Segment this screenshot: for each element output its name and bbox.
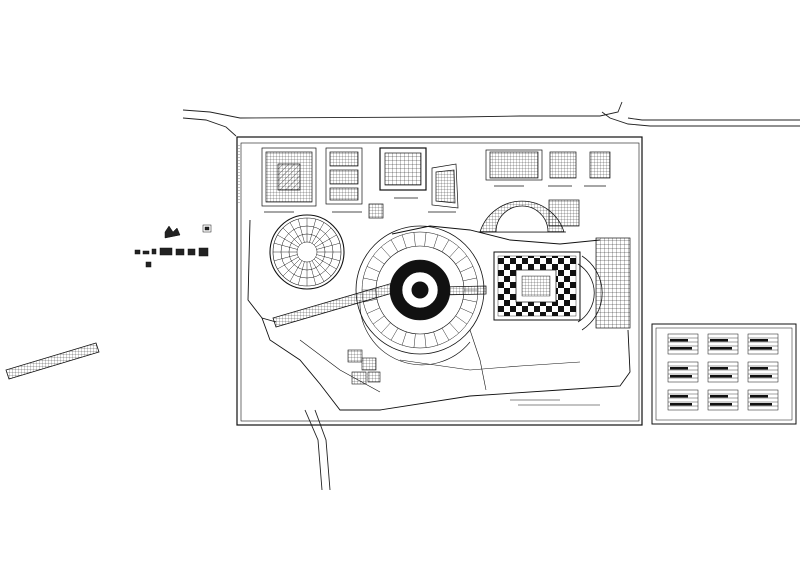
walkway xyxy=(272,282,487,328)
plan-c xyxy=(379,147,427,199)
plan-g xyxy=(584,151,611,187)
legend-block xyxy=(707,333,739,355)
circular-plaza xyxy=(269,214,345,290)
legend-block xyxy=(747,389,779,411)
central-plaza xyxy=(355,225,485,366)
site-boundary xyxy=(247,219,631,411)
lower-paths xyxy=(299,329,600,406)
diagonal-walkway xyxy=(5,342,100,380)
legend-sheet xyxy=(651,323,797,425)
legend-block xyxy=(747,361,779,383)
legend-block xyxy=(707,389,739,411)
plan-b xyxy=(325,147,363,213)
fan-plaza xyxy=(478,200,566,233)
road-lines xyxy=(182,101,800,491)
legend-block xyxy=(667,361,699,383)
legend-block xyxy=(667,333,699,355)
plan-f xyxy=(548,151,577,187)
legend-block xyxy=(667,389,699,411)
plan-d xyxy=(428,163,459,213)
grid-court xyxy=(493,251,581,321)
legend-block xyxy=(747,333,779,355)
detail-plans xyxy=(261,147,611,227)
symbol-marks xyxy=(134,224,212,268)
small-buildings xyxy=(347,349,381,385)
sheet-frame xyxy=(236,136,643,426)
east-arc xyxy=(577,237,631,331)
plan-e xyxy=(485,149,543,187)
plan-a xyxy=(261,147,317,213)
legend-block xyxy=(707,361,739,383)
